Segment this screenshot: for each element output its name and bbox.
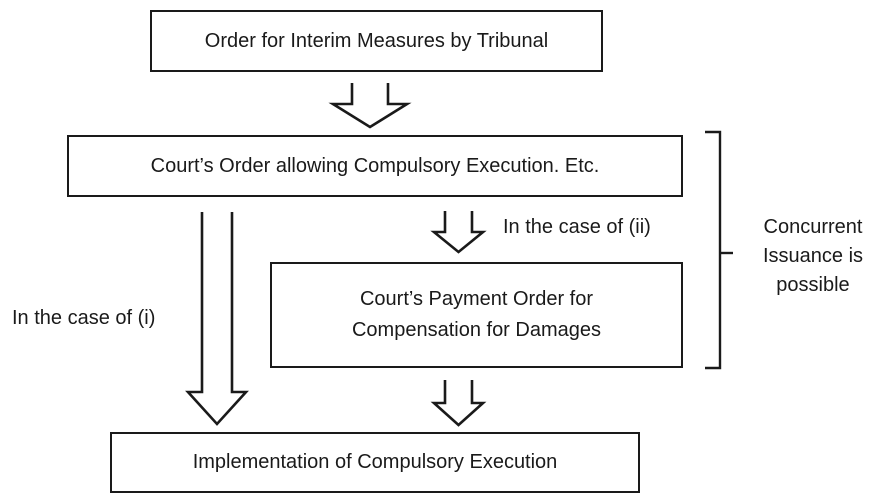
label-concurrent-issuance-note: Concurrent Issuance is possible (762, 216, 864, 296)
box-court-payment-order: Court’s Payment Order for Compensation f… (270, 262, 683, 368)
label-case-ii: In the case of (ii) (503, 216, 651, 238)
long-down-arrow-case-i-icon (185, 212, 249, 426)
box-tribunal-order-text: Order for Interim Measures by Tribunal (204, 29, 549, 52)
down-arrow-tribunal-to-court-icon (328, 83, 412, 129)
box-implementation-text: Implementation of Compulsory Execution (192, 451, 558, 473)
box-court-payment-order-text: Court’s Payment Order for Compensation f… (351, 288, 601, 341)
box-implementation: Implementation of Compulsory Execution (110, 432, 640, 493)
box-tribunal-order: Order for Interim Measures by Tribunal (150, 10, 603, 72)
box-court-execution-order: Court’s Order allowing Compulsory Execut… (67, 135, 683, 197)
down-arrow-payment-to-implementation-icon (430, 380, 487, 427)
label-case-i: In the case of (i) (12, 307, 156, 329)
concurrent-issuance-bracket (705, 130, 722, 370)
box-court-execution-order-text: Court’s Order allowing Compulsory Execut… (150, 154, 600, 177)
down-arrow-case-ii-icon (430, 211, 487, 254)
